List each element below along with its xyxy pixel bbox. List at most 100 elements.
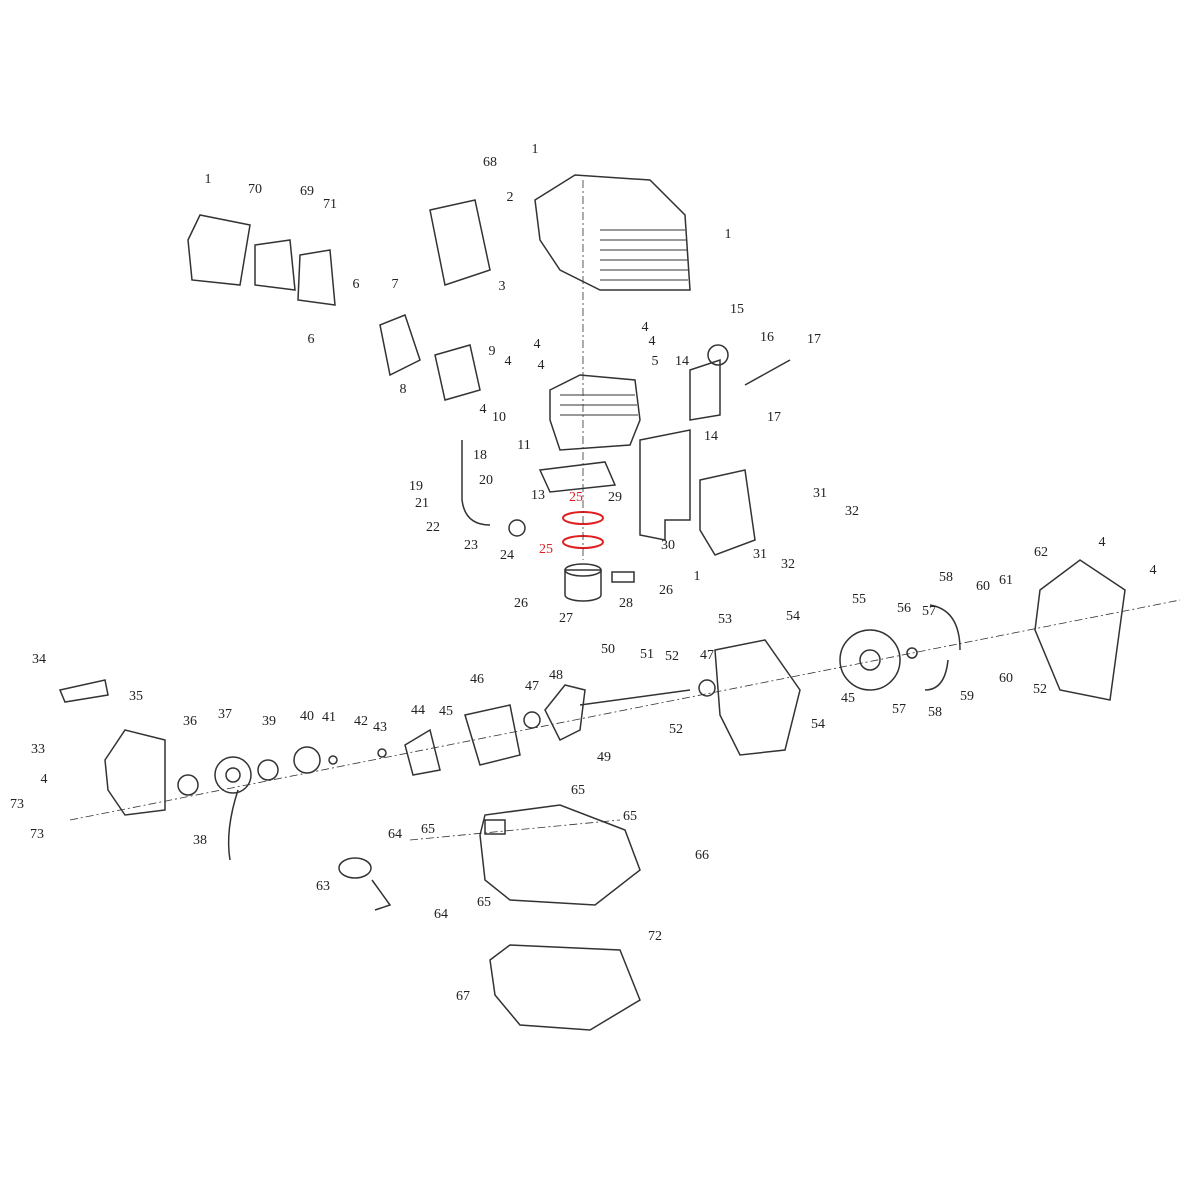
part-number-label: 62 xyxy=(1034,545,1048,560)
part-number-label: 45 xyxy=(841,691,855,706)
part-number-label: 47 xyxy=(525,679,539,694)
part-number-label: 68 xyxy=(483,155,497,170)
part-number-label: 15 xyxy=(730,302,744,317)
part-number-label: 37 xyxy=(218,707,232,722)
part-number-label: 21 xyxy=(415,496,429,511)
part-number-label: 18 xyxy=(473,448,487,463)
part-number-label: 58 xyxy=(939,570,953,585)
part-number-label: 4 xyxy=(648,334,656,349)
part-number-label: 67 xyxy=(456,989,470,1004)
part-number-label: 53 xyxy=(718,612,732,627)
part-number-label: 6 xyxy=(352,277,360,292)
fuel-cap xyxy=(338,857,372,879)
piston-pin xyxy=(611,571,635,583)
part-number-label: 73 xyxy=(10,797,24,812)
part-number-label: 4 xyxy=(479,402,487,417)
fuel-line xyxy=(461,440,491,526)
air-filter-cover xyxy=(187,214,251,286)
part-number-label: 8 xyxy=(399,382,407,397)
part-number-label: 47 xyxy=(700,648,714,663)
part-number-label: 11 xyxy=(517,438,531,453)
part-number-label: 4 xyxy=(504,354,512,369)
part-number-label: 28 xyxy=(619,596,633,611)
part-number-label: 10 xyxy=(492,410,506,425)
part-number-label: 55 xyxy=(852,592,866,607)
piston xyxy=(564,569,602,602)
part-number-label: 52 xyxy=(1033,682,1047,697)
part-number-label: 17 xyxy=(767,410,781,425)
part-number-label: 39 xyxy=(262,714,276,729)
part-number-label: 34 xyxy=(32,652,46,667)
part-number-label: 57 xyxy=(892,702,906,717)
part-number-label: 41 xyxy=(322,710,336,725)
part-number-label: 65 xyxy=(571,783,585,798)
part-number-label: 51 xyxy=(640,647,654,662)
part-number-label: 60 xyxy=(999,671,1013,686)
flywheel xyxy=(839,629,901,691)
part-number-label: 36 xyxy=(183,714,197,729)
part-number-label: 29 xyxy=(608,490,622,505)
part-number-label: 52 xyxy=(665,649,679,664)
part-number-label: 1 xyxy=(204,172,212,187)
filter-element xyxy=(254,239,296,291)
part-number-label: 43 xyxy=(373,720,387,735)
part-number-label: 13 xyxy=(531,488,545,503)
part-number-label: 26 xyxy=(514,596,528,611)
part-number-label: 1 xyxy=(531,142,539,157)
part-number-label: 17 xyxy=(807,332,821,347)
part-number-label: 4 xyxy=(1149,563,1157,578)
part-number-label: 38 xyxy=(193,833,207,848)
carburetor-plate xyxy=(379,314,421,377)
reed-block xyxy=(404,728,441,776)
part-number-label: 52 xyxy=(669,722,683,737)
part-number-label: 19 xyxy=(409,479,423,494)
part-number-label: 66 xyxy=(695,848,709,863)
part-number-label: 72 xyxy=(648,929,662,944)
part-number-label: 54 xyxy=(811,717,825,732)
part-number-label: 22 xyxy=(426,520,440,535)
part-number-label: 14 xyxy=(675,354,689,369)
part-number-label: 65 xyxy=(477,895,491,910)
fan-cover xyxy=(1034,559,1126,701)
part-number-label: 42 xyxy=(354,714,368,729)
part-number-label: 5 xyxy=(651,354,659,369)
part-number-label: 7 xyxy=(391,277,399,292)
part-number-label: 32 xyxy=(845,504,859,519)
starter-handle xyxy=(58,679,109,703)
cylinder-cover xyxy=(534,174,691,291)
gasket xyxy=(538,461,617,493)
part-number-label: 40 xyxy=(300,709,314,724)
part-number-label: 4 xyxy=(533,337,541,352)
part-number-label: 46 xyxy=(470,672,484,687)
part-number-label: 60 xyxy=(976,579,990,594)
part-number-label: 20 xyxy=(479,473,493,488)
carburetor xyxy=(434,344,481,401)
part-number-label: 4 xyxy=(40,772,48,787)
muffler xyxy=(699,469,756,556)
part-number-label: 69 xyxy=(300,184,314,199)
part-number-label: 33 xyxy=(31,742,45,757)
part-number-label: 25 xyxy=(539,542,553,557)
part-number-label: 54 xyxy=(786,609,800,624)
part-number-label: 4 xyxy=(1098,535,1106,550)
part-number-label: 70 xyxy=(248,182,262,197)
ignition-coil xyxy=(689,358,721,421)
part-number-label: 24 xyxy=(500,548,514,563)
part-number-label: 26 xyxy=(659,583,673,598)
part-number-label: 9 xyxy=(488,344,496,359)
part-number-label: 3 xyxy=(498,279,506,294)
part-number-label: 14 xyxy=(704,429,718,444)
fuel-tank xyxy=(479,804,641,906)
part-number-label: 45 xyxy=(439,704,453,719)
part-number-label: 1 xyxy=(724,227,732,242)
crankshaft xyxy=(544,684,586,742)
part-number-label: 56 xyxy=(897,601,911,616)
part-number-label: 2 xyxy=(506,190,514,205)
starter-housing xyxy=(104,729,166,816)
part-number-label: 1 xyxy=(693,569,701,584)
part-number-label: 64 xyxy=(388,827,402,842)
part-number-label: 31 xyxy=(753,547,767,562)
air-guide xyxy=(429,199,491,286)
